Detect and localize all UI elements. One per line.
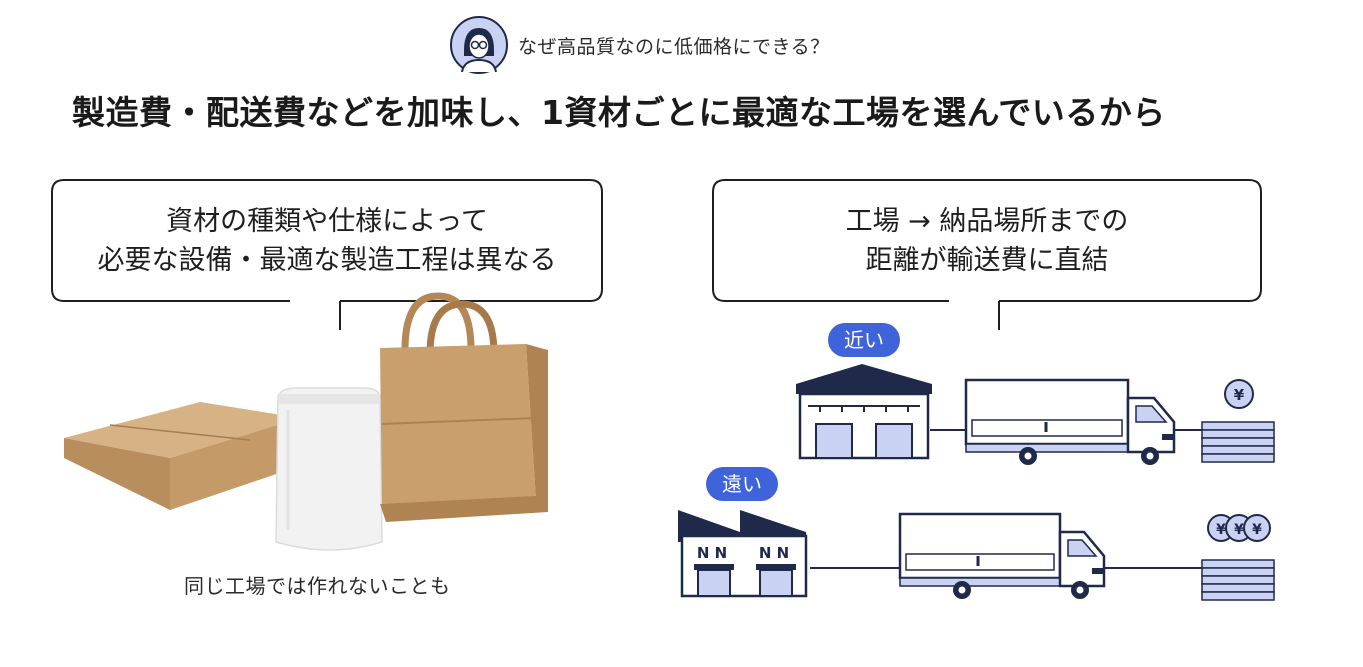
right-bubble-line1: 工場 → 納品場所までの [845,206,1129,237]
factory-icon: N N N N [678,510,808,598]
far-label: 遠い [706,467,778,501]
stand-up-pouch-icon [275,387,383,551]
far-yen-symbol-1: ¥ [1216,522,1226,538]
right-speech-bubble [712,179,1262,330]
packaging-products-illustration [64,292,548,551]
question-text: なぜ高品質なのに低価格にできる？ [518,35,830,58]
warehouse-icon [796,364,932,460]
yen-money-icon: ¥ ¥ ¥ [1201,514,1275,601]
far-route-illustration: N N N N ¥ ¥ ¥ [678,510,1275,601]
right-bubble-text: 工場 → 納品場所までの 距離が輸送費に直結 [713,202,1261,280]
headline: 製造費・配送費などを加味し、1資材ごとに最適な工場を選んでいるから [72,93,1166,132]
yen-money-icon: ¥ [1201,379,1275,463]
caption: 同じ工場では作れないことも [184,574,451,598]
delivery-truck-icon [898,512,1106,599]
left-speech-bubble [51,179,603,330]
near-yen-symbol: ¥ [1234,386,1245,404]
question-row: なぜ高品質なのに低価格にできる？ [450,14,830,76]
right-bubble-line2: 距離が輸送費に直結 [865,245,1109,276]
person-avatar-icon [450,16,508,74]
left-bubble-text: 資材の種類や仕様によって 必要な設備・最適な製造工程は異なる [52,202,602,280]
left-bubble-line1: 資材の種類や仕様によって [166,206,488,237]
factory-sign-right: N N [759,544,789,562]
factory-sign-left: N N [697,544,727,562]
delivery-truck-icon [964,378,1176,465]
far-yen-symbol-3: ¥ [1252,522,1262,538]
left-bubble-line2: 必要な設備・最適な製造工程は異なる [97,245,557,276]
far-yen-symbol-2: ¥ [1234,522,1244,538]
cardboard-box-icon [64,402,300,510]
near-route-illustration: ¥ [796,364,1275,465]
near-label: 近い [828,323,900,357]
paper-bag-icon [380,292,548,522]
